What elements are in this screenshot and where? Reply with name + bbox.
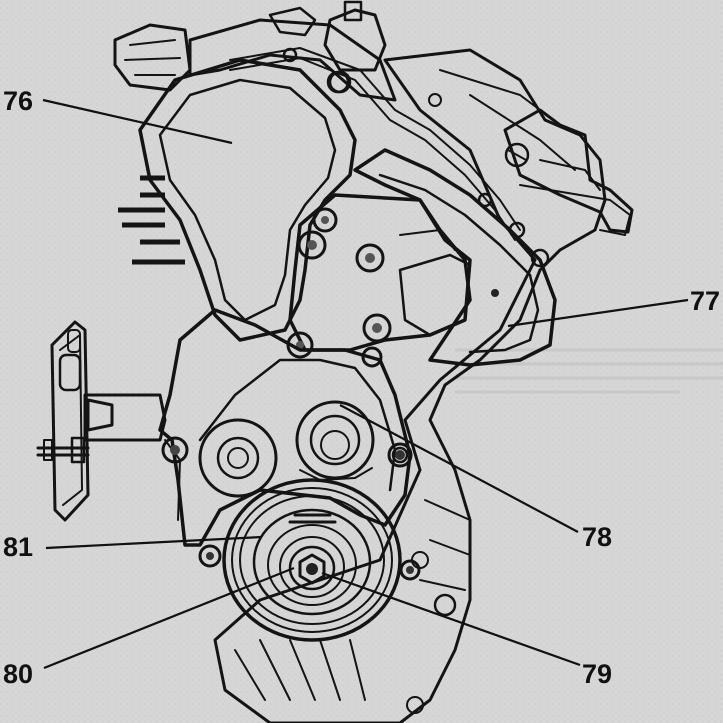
leader-79 (321, 571, 581, 667)
leader-77 (507, 298, 689, 328)
callout-77: 77 (690, 286, 720, 316)
leader-81 (45, 535, 263, 550)
leader-lines (42, 98, 689, 670)
callout-80: 80 (3, 659, 33, 689)
callout-78: 78 (582, 522, 612, 552)
leader-76 (42, 98, 233, 145)
callout-79: 79 (582, 659, 612, 689)
crankshaft-pulley (222, 478, 402, 642)
leader-78 (339, 404, 579, 533)
callout-81: 81 (3, 532, 33, 562)
upper-timing-cover (138, 58, 357, 342)
callout-76: 76 (3, 86, 33, 116)
right-timing-cover (353, 148, 557, 367)
leader-80 (43, 566, 295, 670)
engine-block (213, 48, 634, 723)
lower-timing-cover (158, 308, 421, 581)
left-mount-plate (36, 320, 167, 522)
